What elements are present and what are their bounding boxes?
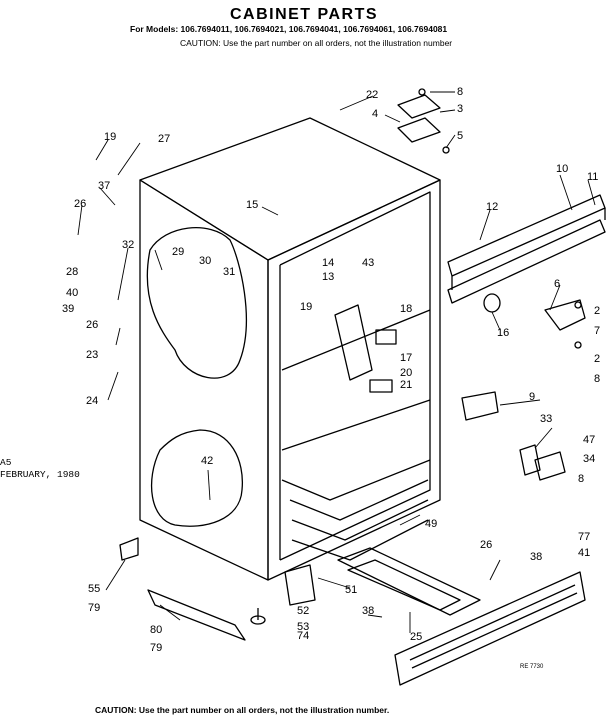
callout-8: 8 [594, 373, 600, 385]
callout-14: 14 [322, 257, 334, 269]
callout-31: 31 [223, 266, 235, 278]
callout-10: 10 [556, 163, 568, 175]
callout-34: 34 [583, 453, 595, 465]
callout-42: 42 [201, 455, 213, 467]
callout-33: 33 [540, 413, 552, 425]
callout-49: 49 [425, 518, 437, 530]
callout-32: 32 [122, 239, 134, 251]
callout-77: 77 [578, 531, 590, 543]
leveling-leg-icon [119, 537, 316, 641]
page-title: CABINET PARTS [229, 6, 379, 23]
callout-38: 38 [530, 551, 542, 563]
callout-17: 17 [400, 352, 412, 364]
callout-3: 3 [457, 103, 463, 115]
callout-26: 26 [74, 198, 86, 210]
callout-43: 43 [362, 257, 374, 269]
callout-25: 25 [410, 631, 422, 643]
callout-37: 37 [98, 180, 110, 192]
callout-6: 6 [554, 278, 560, 290]
shelf-track-icon [447, 194, 606, 304]
callout-2: 2 [594, 353, 600, 365]
callout-18: 18 [400, 303, 412, 315]
callout-79: 79 [88, 602, 100, 614]
callout-9: 9 [529, 391, 535, 403]
callout-51: 51 [345, 584, 357, 596]
callout-8: 8 [578, 473, 584, 485]
callout-30: 30 [199, 255, 211, 267]
stamp-line-2: FEBRUARY, 1980 [0, 469, 80, 480]
door-stop-icon [461, 391, 499, 421]
stamp-line-1: A5 [0, 457, 12, 468]
callout-11: 11 [587, 171, 598, 183]
callout-26: 26 [480, 539, 492, 551]
callout-52: 52 [297, 605, 309, 617]
callout-27: 27 [158, 133, 170, 145]
callout-23: 23 [86, 349, 98, 361]
callout-15: 15 [246, 199, 258, 211]
caution-notice-top: CAUTION: Use the part number on all orde… [180, 38, 453, 48]
callout-19: 19 [104, 131, 116, 143]
grille-icon [394, 571, 586, 686]
model-list: For Models: 106.7694011, 106.7694021, 10… [130, 24, 448, 34]
callout-19: 19 [300, 301, 312, 313]
callout-40: 40 [66, 287, 78, 299]
callout-28: 28 [66, 266, 78, 278]
callout-16: 16 [497, 327, 509, 339]
drawing-code: RE 7730 [520, 664, 544, 670]
caution-notice-bottom: CAUTION: Use the part number on all orde… [95, 705, 390, 715]
callout-38: 38 [362, 605, 374, 617]
callout-29: 29 [172, 246, 184, 258]
callout-24: 24 [86, 395, 98, 407]
callout-13: 13 [322, 271, 334, 283]
door-hinge-icon [397, 88, 450, 154]
callout-8: 8 [457, 86, 463, 98]
date-stamp: A5 FEBRUARY, 1980 [0, 457, 80, 481]
callout-79: 79 [150, 642, 162, 654]
callout-4: 4 [372, 108, 378, 120]
callout-5: 5 [457, 130, 463, 142]
control-box-icon [334, 304, 397, 393]
callout-12: 12 [486, 201, 498, 213]
callout-55: 55 [88, 583, 100, 595]
callout-53: 53 [297, 621, 309, 633]
callout-21: 21 [400, 379, 412, 391]
callout-47: 47 [583, 434, 595, 446]
callout-7: 7 [594, 325, 600, 337]
callout-74: 74 [297, 630, 309, 642]
callout-26: 26 [86, 319, 98, 331]
hinge-bracket-icon [483, 293, 586, 349]
refrigerator-cabinet-icon [139, 117, 441, 581]
callout-39: 39 [62, 303, 74, 315]
callout-20: 20 [400, 367, 412, 379]
callout-41: 41 [578, 547, 590, 559]
crisper-pan-icon [337, 547, 481, 616]
callout-80: 80 [150, 624, 162, 636]
callout-22: 22 [366, 89, 378, 101]
latch-bracket-icon [519, 444, 566, 481]
callout-2: 2 [594, 305, 600, 317]
